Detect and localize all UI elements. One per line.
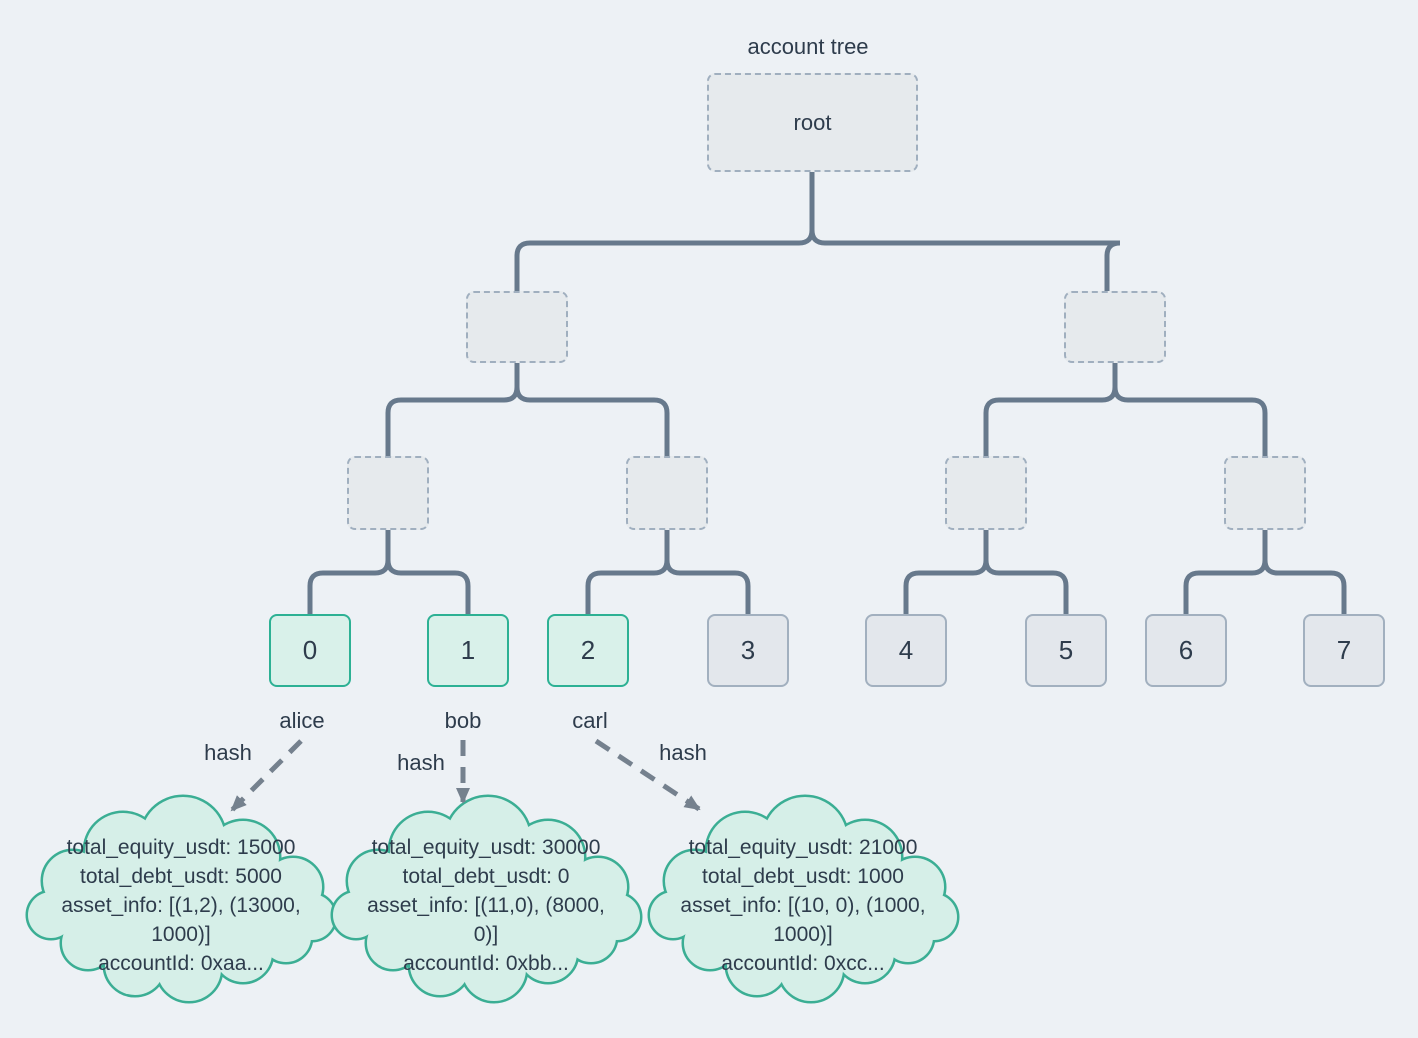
leaf-node-0: 0	[269, 614, 351, 687]
tree-edge-rl-5	[983, 530, 1069, 614]
cloud-line: total_debt_usdt: 0	[402, 865, 570, 888]
leaf-node-4: 4	[865, 614, 947, 687]
tree-edge-ll-1	[385, 530, 471, 614]
cloud-line: total_equity_usdt: 15000	[66, 836, 296, 859]
leaf-node-2: 2	[547, 614, 629, 687]
owner-label-alice: alice	[279, 708, 325, 733]
leaf-node-7: 7	[1303, 614, 1385, 687]
tree-edge-rr-6	[1183, 530, 1268, 614]
hash-arrows	[230, 738, 701, 812]
tree-edge-rr-7	[1262, 530, 1347, 614]
root-node: root	[707, 73, 918, 172]
cloud-line: total_equity_usdt: 30000	[371, 836, 601, 859]
tree-edge-rl-4	[903, 530, 989, 614]
cloud-line: asset_info: [(1,2), (13000,	[61, 894, 301, 917]
hash-label-3: hash	[659, 740, 707, 765]
internal-node-left-right	[626, 456, 708, 530]
cloud-line: asset_info: [(11,0), (8000,	[367, 894, 605, 917]
owner-label-bob: bob	[444, 708, 482, 733]
tree-edge-root-right	[809, 172, 1121, 291]
tree-edge-root-left	[514, 172, 815, 291]
hash-arrow-alice	[230, 739, 303, 812]
leaf-node-1: 1	[427, 614, 509, 687]
cloud-shape-1	[330, 794, 643, 1004]
internal-node-right-left	[945, 456, 1027, 530]
cloud-line: accountId: 0xaa...	[98, 952, 264, 975]
cloud-line: 0)]	[473, 923, 499, 946]
owner-label-carl: carl	[572, 708, 608, 733]
cloud-line: accountId: 0xcc...	[721, 952, 885, 975]
root-label: root	[793, 109, 832, 135]
internal-node-left-left	[347, 456, 429, 530]
tree-edge-lr-3	[664, 530, 751, 614]
cloud-line: 1000)]	[151, 923, 211, 946]
cloud-line: total_debt_usdt: 5000	[79, 865, 282, 888]
diagram-title: account tree	[747, 34, 869, 59]
tree-edge-lr-2	[585, 530, 670, 614]
hash-label-2: hash	[397, 750, 445, 775]
hash-arrow-carl	[594, 738, 701, 812]
internal-node-left	[466, 291, 568, 363]
tree-edge-r-rr	[1112, 363, 1268, 456]
tree-edge-ll-0	[307, 530, 391, 614]
cloud-line: 1000)]	[773, 923, 833, 946]
cloud-line: asset_info: [(10, 0), (1000,	[680, 894, 926, 917]
tree-edge-l-ll	[385, 363, 520, 456]
cloud-line: total_equity_usdt: 21000	[688, 836, 918, 859]
cloud-text-alice: total_equity_usdt: 15000 total_debt_usdt…	[31, 833, 331, 978]
leaf-node-6: 6	[1145, 614, 1227, 687]
account-clouds	[25, 794, 960, 1004]
cloud-shape-0	[25, 794, 338, 1004]
cloud-text-bob: total_equity_usdt: 30000 total_debt_usdt…	[336, 833, 636, 978]
internal-node-right-right	[1224, 456, 1306, 530]
hash-label-1: hash	[204, 740, 252, 765]
tree-edges	[307, 172, 1347, 614]
cloud-shape-2	[647, 794, 960, 1004]
leaf-node-3: 3	[707, 614, 789, 687]
cloud-line: total_debt_usdt: 1000	[701, 865, 904, 888]
cloud-text-carl: total_equity_usdt: 21000 total_debt_usdt…	[653, 833, 953, 978]
leaf-node-5: 5	[1025, 614, 1107, 687]
internal-node-right	[1064, 291, 1166, 363]
tree-edge-l-lr	[514, 363, 670, 456]
cloud-line: accountId: 0xbb...	[403, 952, 569, 975]
tree-edge-r-rl	[983, 363, 1118, 456]
